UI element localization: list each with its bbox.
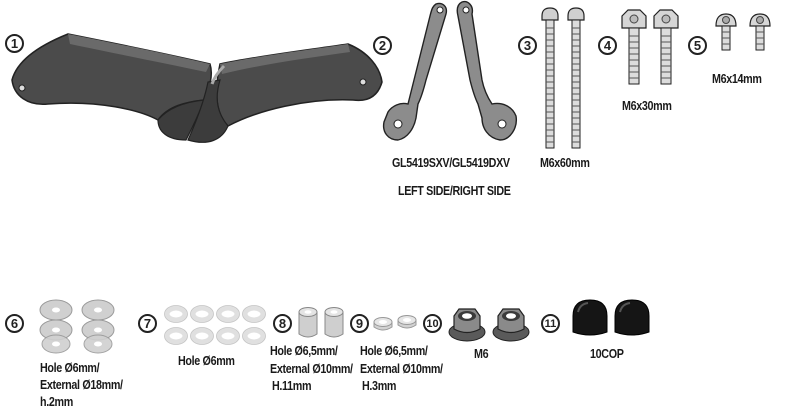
mounting-bracket-pair-icon — [382, 0, 517, 141]
part-11-label: 10COP — [590, 347, 624, 361]
part-7-label: Hole Ø6mm — [178, 354, 235, 368]
hex-bolt-pair-icon — [621, 9, 679, 85]
part-number-4: 4 — [598, 36, 617, 55]
part-8-label-line-3: H.11mm — [272, 379, 312, 393]
part-8-label-line-2: External Ø10mm/ — [270, 362, 353, 376]
large-washer-set-icon — [39, 299, 115, 354]
short-bolt-pair-icon — [715, 13, 771, 51]
flange-nut-pair-icon — [448, 308, 530, 342]
part-number-10: 10 — [423, 314, 442, 333]
handguard-pair-icon — [11, 33, 383, 143]
part-6-label-line-2: External Ø18mm/ — [40, 378, 123, 392]
part-10-label: M6 — [474, 347, 489, 361]
part-4-label: M6x30mm — [622, 99, 672, 113]
part-number-3: 3 — [518, 36, 537, 55]
small-washer-set-icon — [164, 305, 266, 345]
part-number-9: 9 — [350, 314, 369, 333]
part-5-label: M6x14mm — [712, 72, 762, 86]
part-9-label-line-2: External Ø10mm/ — [360, 362, 443, 376]
part-number-2: 2 — [373, 36, 392, 55]
part-6-label-line-3: h.2mm — [40, 395, 73, 409]
part-9-label-line-3: H.3mm — [362, 379, 397, 393]
long-bolt-pair-icon — [541, 7, 585, 149]
part-number-1: 1 — [5, 34, 24, 53]
spacer-pair-icon — [298, 307, 344, 338]
part-number-6: 6 — [5, 314, 24, 333]
part-2-label-line-1: GL5419SXV/GL5419DXV — [392, 156, 510, 170]
part-9-label-line-1: Hole Ø6,5mm/ — [360, 344, 428, 358]
part-number-7: 7 — [138, 314, 157, 333]
part-8-label-line-1: Hole Ø6,5mm/ — [270, 344, 338, 358]
part-6-label-line-1: Hole Ø6mm/ — [40, 361, 100, 375]
part-number-11: 11 — [541, 314, 560, 333]
cap-nut-cover-pair-icon — [572, 299, 650, 336]
part-2-label-line-2: LEFT SIDE/RIGHT SIDE — [398, 184, 511, 198]
thin-spacer-pair-icon — [373, 315, 417, 331]
part-number-8: 8 — [273, 314, 292, 333]
part-3-label: M6x60mm — [540, 156, 590, 170]
part-number-5: 5 — [688, 36, 707, 55]
parts-diagram: 1 2 GL5419SXV/GL5419DXV LEFT SIDE/RIGHT … — [5, 0, 771, 409]
